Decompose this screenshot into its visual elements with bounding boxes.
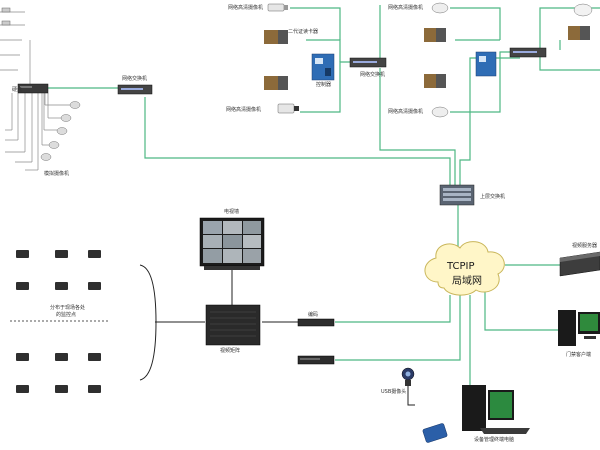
door-client-label: 门禁客户端 (566, 351, 591, 358)
dome-camera-icon (573, 3, 593, 17)
link-center-top-cam (290, 7, 341, 40)
bullet-camera-icon (1, 20, 11, 26)
server-icon (559, 251, 600, 277)
analog-tree (0, 11, 70, 171)
dome-camera-icon (48, 141, 60, 149)
bullet-camera-icon (88, 353, 101, 361)
hd-cam-4-label: 网络高清摄像机 (388, 108, 423, 115)
card-reader-icon (264, 76, 288, 90)
link-cloud-encoder2 (335, 295, 461, 361)
cloud-line2: 局域网 (452, 274, 482, 287)
encoder-icon (297, 318, 335, 327)
link-right-top-cam (450, 7, 501, 40)
bullet-camera-icon (16, 282, 29, 290)
field-points-label-2: 的监控点 (56, 311, 76, 318)
desktop-pc-icon (558, 310, 600, 346)
video-server-label: 视频服务器 (572, 242, 597, 249)
reader-label: 二代证读卡器 (288, 28, 318, 35)
link-webcam-pc (407, 386, 415, 406)
link-center-switch-core (379, 68, 456, 185)
network-switch-icon (117, 84, 153, 95)
controller-board-icon (311, 53, 335, 81)
bullet-camera-icon (16, 353, 29, 361)
network-switch-icon (439, 184, 475, 206)
tv-wall-label: 电视墙 (224, 208, 239, 215)
analog-cam-label: 模拟摄像机 (44, 170, 69, 177)
bullet-camera-icon (55, 353, 68, 361)
link-right-switch-core2 (459, 57, 520, 185)
bullet-camera-icon (16, 250, 29, 258)
bullet-camera-icon (277, 103, 299, 114)
matrix-icon (205, 304, 261, 346)
card-reader-icon (264, 30, 288, 44)
bullet-camera-icon (16, 385, 29, 393)
nvr-device (17, 83, 49, 94)
bullet-camera-icon (55, 385, 68, 393)
bullet-camera-icon (55, 250, 68, 258)
dome-camera-icon (40, 153, 52, 161)
field-cameras (16, 250, 101, 393)
link-center-cam (300, 61, 350, 113)
dome-camera-icon (56, 127, 68, 135)
encoder-icon (297, 355, 335, 365)
card-reader-icon (424, 74, 446, 88)
link-right-switch-core (539, 50, 600, 71)
usb-cam-label: USB摄像头 (381, 388, 406, 395)
network-switch-icon (509, 47, 547, 58)
hd-cam-2-label: 网络高清摄像机 (226, 106, 261, 113)
bullet-camera-icon (88, 250, 101, 258)
bullet-camera-icon (1, 7, 11, 13)
bullet-camera-icon (88, 385, 101, 393)
center-switch-label: 网络交换机 (360, 71, 385, 78)
field-points-label-1: 分布于现场各处 (50, 304, 85, 311)
link-cloud-encoder1 (335, 295, 451, 323)
network-links (48, 5, 600, 390)
hd-cam-1-label: 网络高清摄像机 (228, 4, 263, 11)
bullet-camera-icon (88, 282, 101, 290)
card-reader-icon (424, 28, 446, 42)
network-switch-icon (349, 57, 387, 68)
tv-wall-icon (199, 217, 265, 270)
left-switch-label: 网络交换机 (122, 75, 147, 82)
dome-camera-icon (431, 106, 449, 118)
dome-camera-icon (69, 101, 81, 109)
bullet-camera-icon (55, 282, 68, 290)
mgmt-pc-label: 设备管理终端电脑 (474, 436, 514, 443)
dome-camera-icon (60, 114, 72, 122)
core-switch-label: 上层交换机 (480, 193, 505, 200)
matrix-label: 视频矩阵 (220, 347, 240, 354)
link-right-cam (450, 51, 510, 113)
link-left-switch-core (144, 97, 451, 185)
bullet-camera-icon (267, 3, 288, 12)
nvr-label: 硬盘 (12, 86, 22, 93)
card-reader-icon (568, 26, 590, 40)
field-bracket (139, 264, 157, 381)
dome-camera-icon (431, 2, 449, 14)
video-links (155, 270, 415, 406)
controller-board-icon (475, 51, 497, 77)
cloud-icon (424, 241, 505, 296)
webcam-icon (401, 367, 415, 386)
cloud-line1: TCPIP (446, 261, 475, 272)
encoder-label: 编码 (308, 311, 318, 318)
id-card-icon (422, 423, 448, 443)
controller-label: 控制器 (316, 81, 331, 88)
analog-cameras (1, 7, 81, 161)
hd-cam-3-label: 网络高清摄像机 (388, 4, 423, 11)
desktop-pc-icon (462, 385, 530, 434)
link-cloud-door (484, 292, 558, 331)
